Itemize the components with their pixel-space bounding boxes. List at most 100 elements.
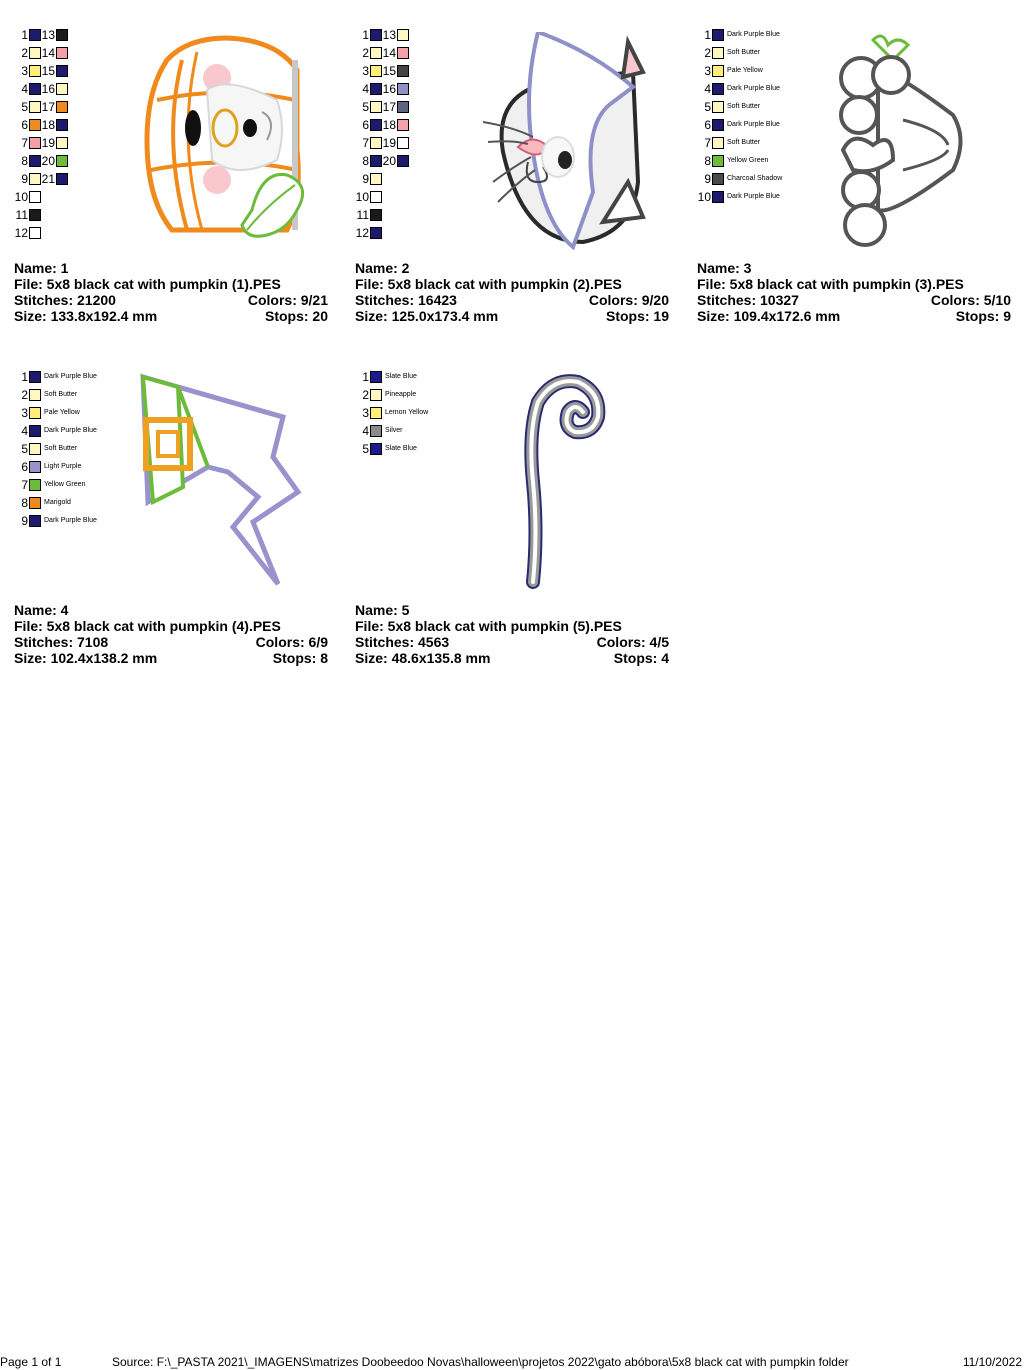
thread-name: Dark Purple Blue [727, 85, 780, 92]
thread-name: Yellow Green [44, 481, 86, 488]
swatch-row: 5 Soft Butter [695, 98, 782, 116]
design-info: Name: 1 File: 5x8 black cat with pumpkin… [14, 260, 328, 324]
swatch-number: 10 [697, 190, 711, 204]
color-swatch [370, 209, 382, 221]
thread-name: Dark Purple Blue [727, 193, 780, 200]
swatch-number: 1 [362, 28, 369, 42]
swatch-number: 5 [21, 442, 28, 456]
thread-name: Dark Purple Blue [727, 121, 780, 128]
color-swatch [29, 461, 41, 473]
thread-name: Charcoal Shadow [727, 175, 783, 182]
color-swatch [29, 209, 41, 221]
color-swatch [29, 227, 41, 239]
design-stops: Stops: 8 [272, 650, 328, 666]
swatch-number: 14 [382, 46, 396, 60]
design-stitches: Stitches: 10327 [697, 292, 799, 308]
design-stitches: Stitches: 16423 [355, 292, 457, 308]
color-swatch [370, 47, 382, 59]
swatch-row: 4 Dark Purple Blue [12, 422, 97, 440]
swatch-number: 3 [704, 64, 711, 78]
thread-name: Pale Yellow [727, 67, 763, 74]
swatch-number: 10 [355, 190, 369, 204]
swatch-number: 15 [41, 64, 55, 78]
swatch-row: 1 Slate Blue [353, 368, 428, 386]
swatch-number: 7 [21, 478, 28, 492]
swatch-number: 6 [362, 118, 369, 132]
swatch-number: 5 [704, 100, 711, 114]
color-swatch [29, 425, 41, 437]
color-swatch [370, 443, 382, 455]
design-file: File: 5x8 black cat with pumpkin (5).PES [355, 618, 622, 634]
swatch-number: 18 [382, 118, 396, 132]
thread-name: Soft Butter [727, 103, 761, 110]
thread-name: Dark Purple Blue [44, 427, 97, 434]
color-swatch [712, 137, 724, 149]
swatch-number: 9 [362, 172, 369, 186]
swatch-number: 8 [362, 154, 369, 168]
color-swatch [56, 65, 68, 77]
color-swatch [712, 191, 724, 203]
thread-name: Slate Blue [385, 373, 417, 380]
color-swatch [56, 119, 68, 131]
swatch-number: 18 [41, 118, 55, 132]
swatch-number: 7 [704, 136, 711, 150]
color-swatch [56, 137, 68, 149]
color-swatch [56, 83, 68, 95]
swatch-number: 2 [362, 388, 369, 402]
design-file: File: 5x8 black cat with pumpkin (4).PES [14, 618, 281, 634]
color-swatch [29, 65, 41, 77]
design-name: Name: 5 [355, 602, 410, 618]
color-swatch [370, 425, 382, 437]
swatch-number: 15 [382, 64, 396, 78]
color-swatch [56, 155, 68, 167]
design-info: Name: 2 File: 5x8 black cat with pumpkin… [355, 260, 669, 324]
swatch-number: 9 [704, 172, 711, 186]
design-colors: Colors: 6/9 [255, 634, 328, 650]
color-swatch [29, 479, 41, 491]
swatch-number: 2 [704, 46, 711, 60]
thread-name: Lemon Yellow [385, 409, 429, 416]
design-colors: Colors: 9/21 [247, 292, 328, 308]
swatch-number: 1 [362, 370, 369, 384]
color-swatch [397, 155, 409, 167]
color-swatch [56, 29, 68, 41]
color-swatch [29, 371, 41, 383]
swatch-number: 3 [21, 406, 28, 420]
design-colors: Colors: 5/10 [930, 292, 1011, 308]
color-swatch [370, 155, 382, 167]
color-swatch [370, 119, 382, 131]
swatch-row: 3 Pale Yellow [695, 62, 782, 80]
design-colors: Colors: 4/5 [596, 634, 669, 650]
swatch-row: 10 Dark Purple Blue [695, 188, 782, 206]
color-swatch [370, 65, 382, 77]
swatch-number: 3 [362, 64, 369, 78]
color-swatch [370, 389, 382, 401]
swatch-number: 5 [362, 442, 369, 456]
color-swatch [29, 47, 41, 59]
swatch-number: 1 [21, 370, 28, 384]
design-file: File: 5x8 black cat with pumpkin (3).PES [697, 276, 964, 292]
color-swatch [370, 173, 382, 185]
design-preview-cat-tail [524, 374, 606, 589]
swatch-number: 4 [21, 424, 28, 438]
